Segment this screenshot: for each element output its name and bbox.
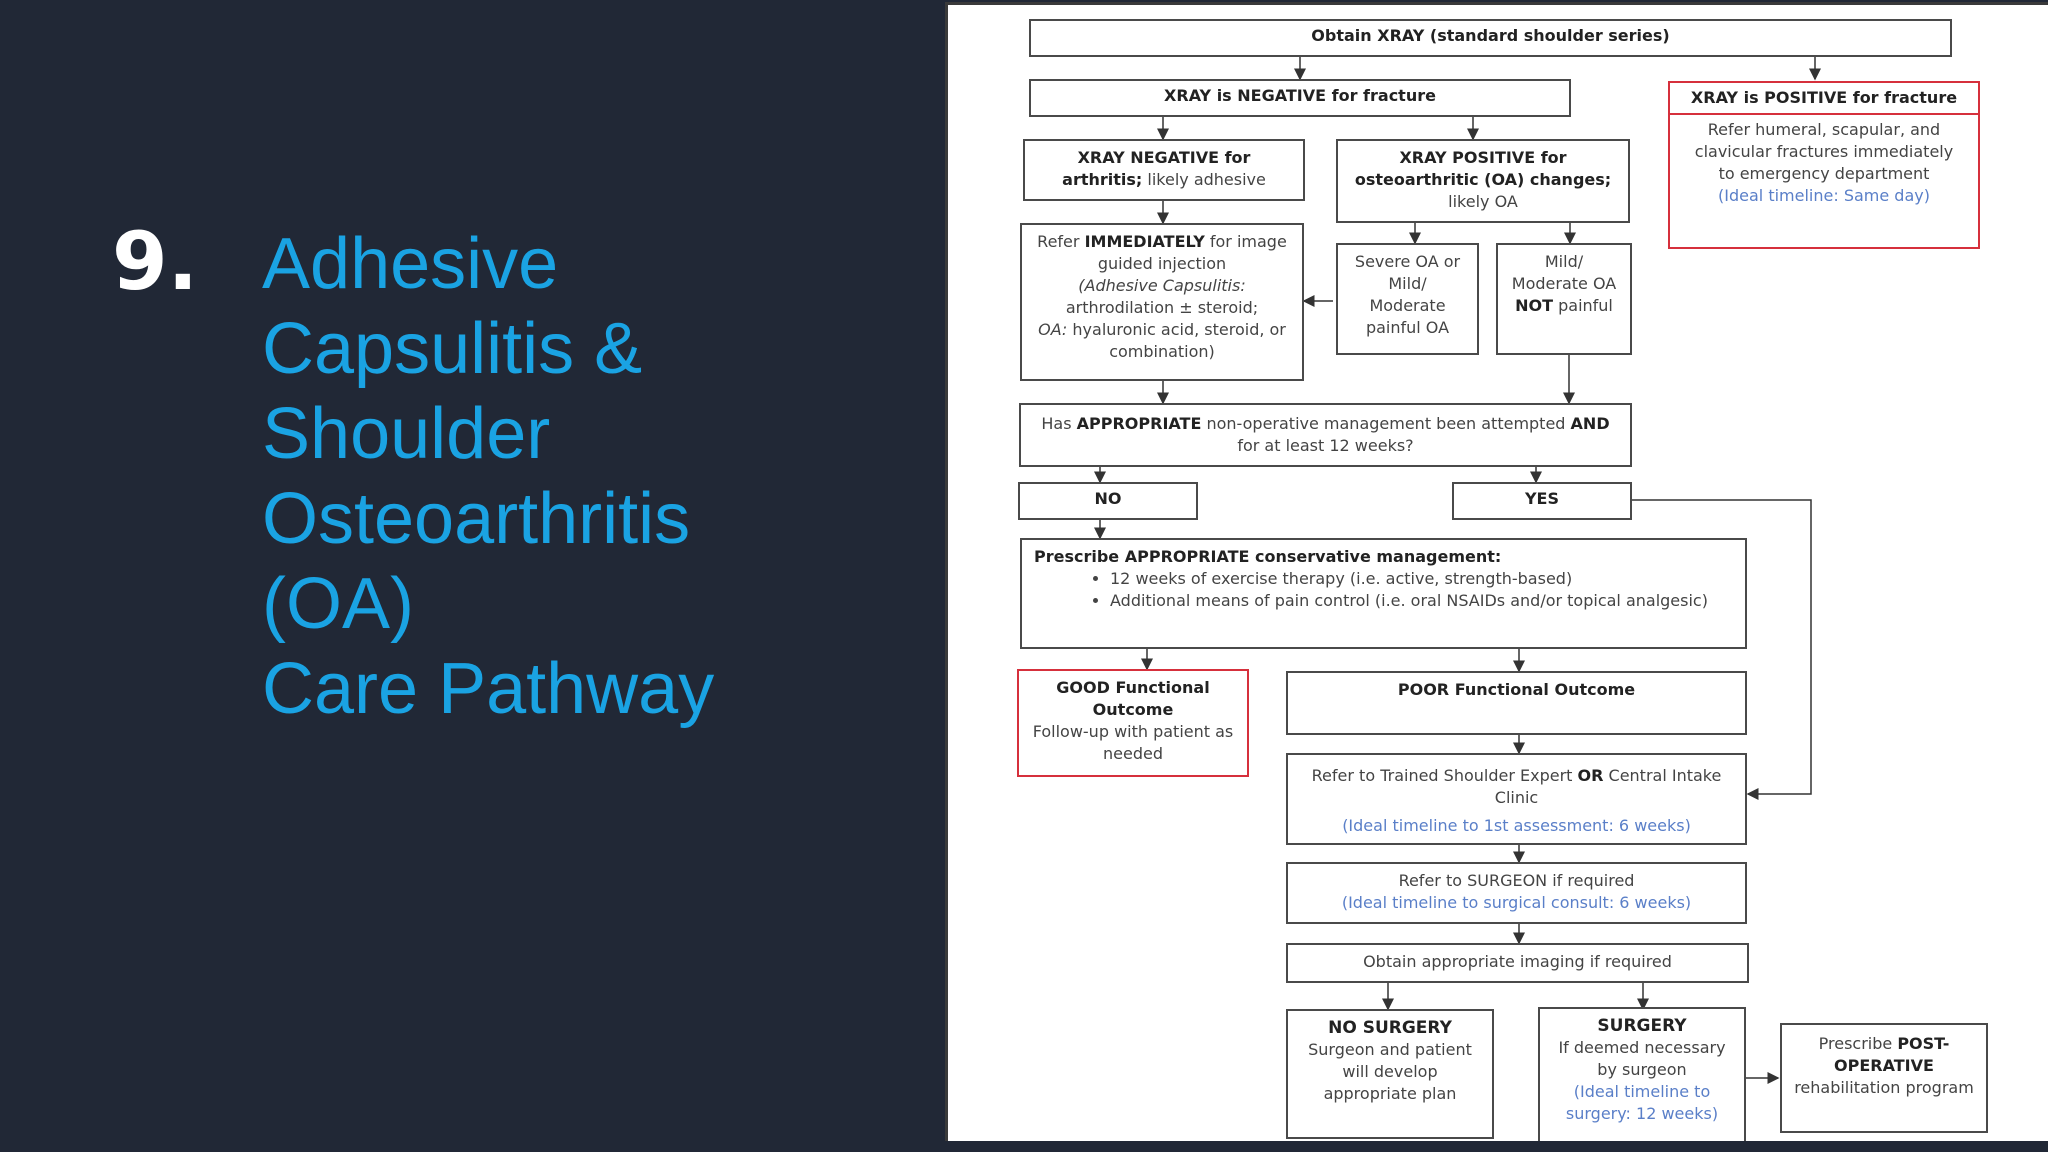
mild-oa-a: Mild/ Moderate OA (1511, 252, 1617, 293)
conservative-management-header: Prescribe APPROPRIATE conservative manag… (1034, 547, 1502, 566)
obtain-xray-box: Obtain XRAY (standard shoulder series) (1029, 19, 1952, 57)
refer-surgeon-timeline: (Ideal timeline to surgical consult: 6 w… (1341, 893, 1692, 912)
surgery-header: SURGERY (1597, 1016, 1687, 1036)
title-line: Adhesive (262, 224, 559, 304)
post-op-bold: POST-OPERATIVE (1834, 1034, 1950, 1075)
question-appropriate: APPROPRIATE (1076, 414, 1202, 433)
positive-oa-bold: XRAY POSITIVE for osteoarthritic (OA) ch… (1354, 148, 1612, 189)
no-surgery-body: Surgeon and patient will develop appropr… (1308, 1040, 1472, 1103)
connector (1629, 499, 1812, 800)
xray-negative-box: XRAY is NEGATIVE for fracture (1029, 79, 1571, 117)
poor-outcome-box: POOR Functional Outcome (1286, 671, 1747, 735)
severe-oa-box: Severe OA or Mild/ Moderate painful OA (1336, 243, 1479, 355)
positive-oa-rest: likely OA (1448, 192, 1518, 211)
no-surgery-header: NO SURGERY (1328, 1018, 1452, 1038)
severe-oa-text: Severe OA or Mild/ Moderate painful OA (1354, 252, 1461, 337)
imaging-text: Obtain appropriate imaging if required (1363, 952, 1672, 971)
refer-injection-a: Refer (1037, 232, 1085, 251)
negative-arthritis-rest: likely adhesive (1142, 170, 1266, 189)
refer-injection-immediately: IMMEDIATELY (1084, 232, 1205, 251)
refer-injection-d: (Adhesive Capsulitis: (1078, 276, 1246, 295)
refer-expert-a: Refer to Trained Shoulder Expert (1311, 766, 1578, 785)
positive-keyword: POSITIVE (1764, 88, 1848, 107)
surgery-body: If deemed necessary by surgeon (1558, 1038, 1726, 1079)
non-operative-question-box: Has APPROPRIATE non-operative management… (1019, 403, 1632, 467)
imaging-box: Obtain appropriate imaging if required (1286, 943, 1749, 983)
refer-injection-e: arthrodilation ± steroid; (1065, 298, 1259, 317)
post-op-a: Prescribe (1818, 1034, 1898, 1053)
surgery-box: SURGERY If deemed necessary by surgeon (… (1538, 1007, 1746, 1141)
refer-expert-box: Refer to Trained Shoulder Expert OR Cent… (1286, 753, 1747, 845)
refer-expert-c: Central Intake Clinic (1494, 766, 1722, 807)
good-outcome-header: GOOD Functional Outcome (1056, 678, 1210, 719)
list-item: 12 weeks of exercise therapy (i.e. activ… (1110, 568, 1733, 590)
no-box: NO (1018, 482, 1198, 520)
refer-injection-g: hyaluronic acid, steroid, or combination… (1067, 320, 1286, 361)
refer-injection-f: OA: (1038, 320, 1068, 339)
yes-label: YES (1524, 489, 1560, 508)
conservative-management-list: 12 weeks of exercise therapy (i.e. activ… (1034, 568, 1733, 612)
xray-positive-box: XRAY is POSITIVE for fracture Refer hume… (1668, 81, 1980, 249)
list-item: Additional means of pain control (i.e. o… (1110, 590, 1733, 612)
negative-keyword: NEGATIVE (1237, 86, 1327, 105)
question-e: for at least 12 weeks? (1237, 436, 1414, 455)
refer-injection-box: Refer IMMEDIATELY for image guided injec… (1020, 223, 1304, 381)
refer-injection-c: for image guided injection (1097, 232, 1287, 273)
no-label: NO (1094, 489, 1122, 508)
question-a: Has (1041, 414, 1077, 433)
title-line: Osteoarthritis (262, 479, 691, 559)
fracture-timeline: (Ideal timeline: Same day) (1718, 186, 1930, 205)
post-op-box: Prescribe POST-OPERATIVE rehabilitation … (1780, 1023, 1988, 1133)
negative-arthritis-box: XRAY NEGATIVE for arthritis; likely adhe… (1023, 139, 1305, 201)
poor-outcome-text: POOR Functional Outcome (1397, 680, 1636, 699)
no-surgery-box: NO SURGERY Surgeon and patient will deve… (1286, 1009, 1494, 1139)
question-c: non-operative management been attempted (1201, 414, 1571, 433)
slide-title: Adhesive Capsulitis & Shoulder Osteoarth… (262, 222, 882, 732)
refer-surgeon-text: Refer to SURGEON if required (1398, 871, 1635, 890)
surgery-timeline: (Ideal timeline to surgery: 12 weeks) (1565, 1082, 1719, 1123)
xray-positive-suffix: for fracture (1847, 88, 1958, 107)
flowchart-panel: Obtain XRAY (standard shoulder series) X… (945, 2, 2048, 1141)
xray-negative-prefix: XRAY is (1164, 86, 1238, 105)
slide-number: 9. (112, 215, 199, 308)
refer-expert-or: OR (1577, 766, 1604, 785)
refer-expert-timeline: (Ideal timeline to 1st assessment: 6 wee… (1342, 816, 1691, 835)
yes-box: YES (1452, 482, 1632, 520)
mild-oa-box: Mild/ Moderate OA NOT painful (1496, 243, 1632, 355)
question-and: AND (1570, 414, 1610, 433)
negative-arthritis-bold: XRAY NEGATIVE for arthritis; (1062, 148, 1251, 189)
post-op-c: rehabilitation program (1794, 1078, 1974, 1097)
mild-oa-not: NOT (1515, 296, 1554, 315)
conservative-management-box: Prescribe APPROPRIATE conservative manag… (1020, 538, 1747, 649)
refer-surgeon-box: Refer to SURGEON if required (Ideal time… (1286, 862, 1747, 924)
xray-negative-suffix: for fracture (1326, 86, 1436, 105)
good-outcome-body: Follow-up with patient as needed (1032, 722, 1234, 763)
title-line: (OA) (262, 564, 414, 644)
obtain-xray-text: Obtain XRAY (standard shoulder series) (1311, 26, 1670, 45)
mild-oa-c: painful (1553, 296, 1613, 315)
good-outcome-box: GOOD Functional Outcome Follow-up with p… (1017, 669, 1249, 777)
title-line: Capsulitis & (262, 309, 643, 389)
flowchart-connectors (1094, 55, 1821, 1084)
xray-positive-prefix: XRAY is (1690, 88, 1765, 107)
positive-oa-box: XRAY POSITIVE for osteoarthritic (OA) ch… (1336, 139, 1630, 223)
title-line: Shoulder (262, 394, 551, 474)
fracture-referral-text: Refer humeral, scapular, and clavicular … (1694, 120, 1954, 183)
title-line: Care Pathway (262, 649, 715, 729)
